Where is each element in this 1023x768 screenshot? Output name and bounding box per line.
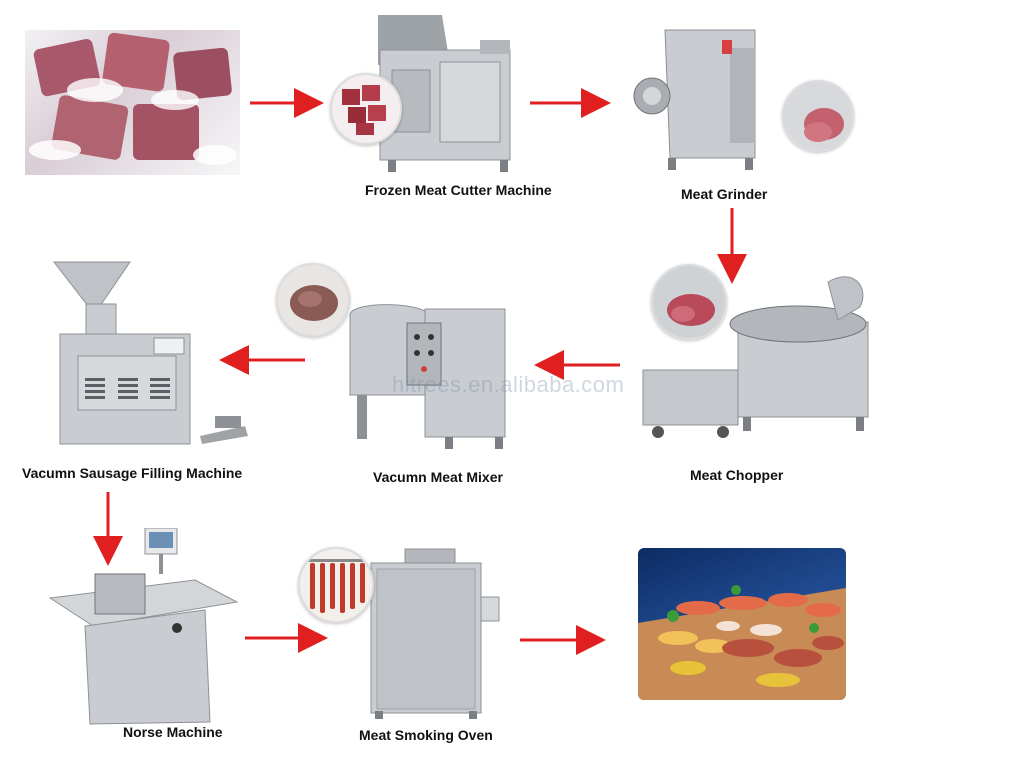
- cubed-meat-inset: [330, 73, 402, 145]
- final-sausages-photo: [638, 548, 846, 700]
- smoking-oven-label: Meat Smoking Oven: [359, 727, 493, 743]
- hanging-sausages-inset: [298, 547, 374, 623]
- sausage-filling-image: [52, 261, 248, 445]
- sausage-filling-node: [50, 258, 250, 453]
- mixed-meat-inset: [276, 263, 350, 337]
- meat-grinder-label: Meat Grinder: [681, 186, 768, 202]
- ground-meat-inset: [782, 80, 854, 152]
- frozen-meat-cutter-label: Frozen Meat Cutter Machine: [365, 182, 552, 198]
- chopped-meat-inset: [651, 264, 727, 340]
- meat-chopper-image: [642, 276, 869, 438]
- watermark-text: hitrees.en.alibaba.com: [392, 372, 625, 397]
- vacuum-meat-mixer-node: [345, 297, 510, 452]
- vacuum-meat-mixer-label: Vacumn Meat Mixer: [373, 469, 503, 485]
- frozen-meat-image: [29, 32, 237, 165]
- sausage-filling-label: Vacumn Sausage Filling Machine: [22, 465, 243, 481]
- meat-grinder-image: [633, 29, 756, 170]
- smoking-oven-node: [365, 545, 505, 720]
- norse-machine-node: [45, 527, 240, 726]
- norse-machine-label: Norse Machine: [123, 724, 223, 740]
- vacuum-meat-mixer-image: [349, 304, 506, 449]
- meat-chopper-node: [638, 262, 874, 444]
- sausage-platter-image: [638, 585, 846, 700]
- frozen-meat-photo: [25, 30, 240, 175]
- norse-machine-image: [48, 527, 239, 725]
- smoking-oven-image: [370, 548, 500, 719]
- meat-chopper-label: Meat Chopper: [690, 467, 784, 483]
- meat-grinder-node: [630, 18, 790, 173]
